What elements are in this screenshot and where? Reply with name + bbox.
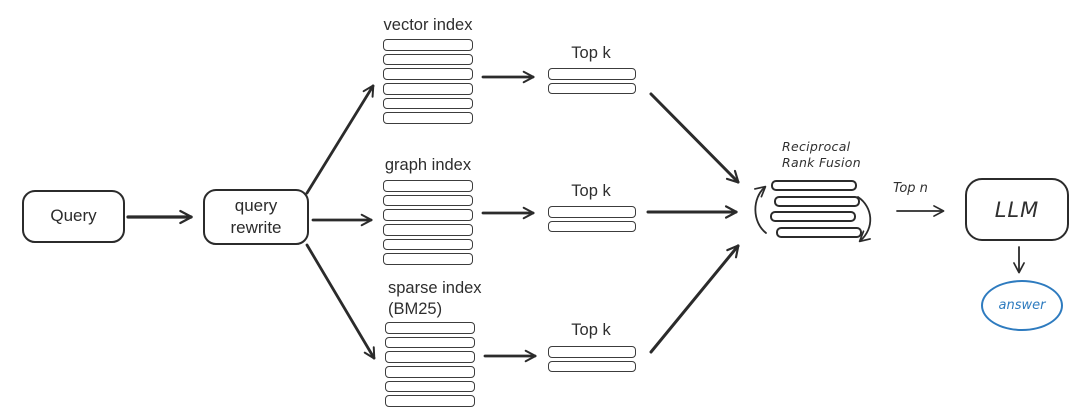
top-n-label: Top n [893,181,928,196]
doc-row [383,68,473,80]
doc-row [385,366,475,378]
doc-row [383,253,473,265]
doc-row [771,180,857,191]
doc-row [383,224,473,236]
doc-row [383,39,473,51]
doc-row [383,83,473,95]
doc-row [385,380,475,393]
top-k-vector-label: Top k [571,44,611,62]
fusion-stack [770,180,862,242]
query-label: Query [50,206,97,226]
query-node: Query [22,190,125,243]
doc-row [383,209,473,221]
doc-row [383,180,473,192]
doc-row [383,194,473,207]
fusion-label: Reciprocal Rank Fusion [782,139,861,171]
query-rewrite-label: query rewrite [230,195,282,237]
fusion-label-line1: Reciprocal [782,139,851,154]
top-k-sparse-label: Top k [571,321,611,339]
doc-row [385,336,475,349]
top-k-sparse-stack [548,346,636,375]
graph-index-stack [383,180,473,268]
doc-row [383,53,473,66]
graph-index-label: graph index [384,156,472,174]
doc-row [385,395,475,407]
vector-index-label: vector index [383,16,473,34]
doc-row [548,68,636,80]
sparse-index-stack [385,322,475,410]
doc-row [383,238,473,251]
llm-node: LLM [965,178,1069,241]
doc-row [774,195,860,207]
doc-row [548,206,636,218]
top-k-graph-label: Top k [571,182,611,200]
vector-index-stack [383,39,473,127]
sparse-index-label: sparse index [388,279,482,297]
query-rewrite-node: query rewrite [203,189,309,245]
top-k-graph-stack [548,206,636,235]
top-k-vector-stack [548,68,636,97]
doc-row [548,346,636,358]
sparse-index-sublabel: (BM25) [388,300,443,318]
answer-label: answer [998,298,1046,313]
doc-row [385,322,475,334]
doc-row [548,220,636,233]
doc-row [385,351,475,363]
doc-row [548,82,636,95]
llm-label: LLM [994,197,1040,222]
doc-row [548,360,636,373]
fusion-label-line2: Rank Fusion [782,155,861,170]
doc-row [776,226,862,238]
answer-node: answer [981,280,1063,331]
doc-row [383,97,473,110]
doc-row [383,112,473,124]
doc-row [770,211,856,222]
